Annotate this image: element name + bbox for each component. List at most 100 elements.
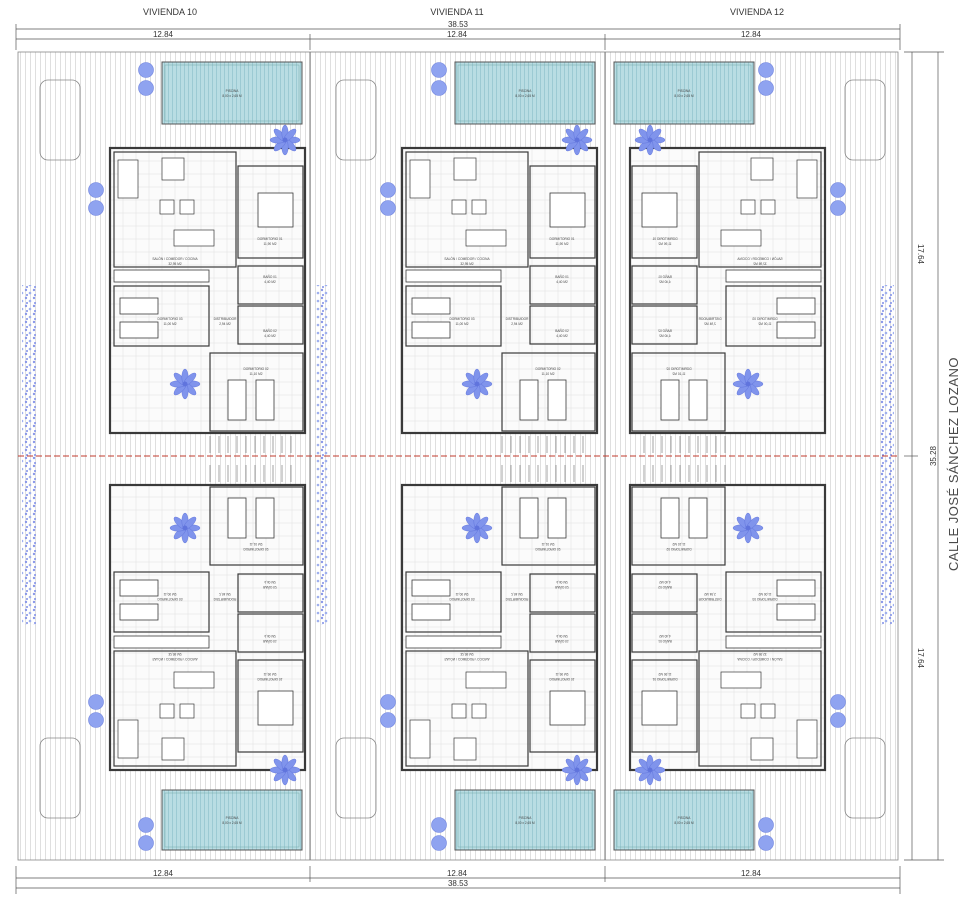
- label-salon-t0: SALÓN / COMEDOR / COCINA: [152, 256, 198, 261]
- label-dorm3-area-t2: 11,00 M2: [758, 322, 771, 326]
- stairs-t0: [209, 436, 292, 453]
- label-bano1-b0: BAÑO 01: [263, 639, 277, 644]
- label-bano2-b1: BAÑO 02: [555, 585, 569, 590]
- label-piscina-area-bottom-0: 8,00 x 2,65 M: [222, 821, 242, 825]
- label-salon-area-b1: 32,95 M2: [460, 652, 474, 656]
- car-outline-top-1: [335, 79, 377, 161]
- label-bano2-t2: BAÑO 02: [658, 328, 672, 333]
- label-salon-area-t0: 32,95 M2: [168, 262, 182, 266]
- palm-tree-top-2: [634, 124, 666, 156]
- shrub-h1-1: [380, 182, 396, 198]
- shrub-t1-1: [431, 62, 447, 78]
- label-piscina-area-bottom-2: 8,00 x 2,65 M: [674, 821, 694, 825]
- stairs-b0: [209, 465, 292, 482]
- label-dorm2-t2: DORMITORIO 02: [666, 367, 691, 371]
- palm-tree-inner-bottom-1: [461, 512, 493, 544]
- label-bano2-b2: BAÑO 02: [658, 585, 672, 590]
- label-bano2-t1: BAÑO 02: [555, 328, 569, 333]
- dim-unit-width-bottom-12: 12.84: [741, 869, 762, 878]
- label-dorm1-b2: DORMITORIO 01: [652, 677, 677, 681]
- shrub-h2-2: [830, 200, 846, 216]
- label-dorm1-area-t0: 11,90 M2: [263, 242, 276, 246]
- label-distribuidor-area-t0: 2,94 M2: [219, 322, 231, 326]
- label-dorm2-area-b1: 11,10 M2: [541, 542, 554, 546]
- unit-label-12: VIVIENDA 12: [730, 7, 784, 17]
- label-piscina-bottom-1: PISCINA: [519, 816, 533, 820]
- dim-unit-width-bottom-10: 12.84: [153, 869, 174, 878]
- label-salon-b2: SALÓN / COMEDOR / COCINA: [737, 657, 783, 662]
- label-dorm2-area-b0: 11,10 M2: [249, 542, 262, 546]
- label-dorm3-area-t1: 11,00 M2: [455, 322, 468, 326]
- dim-total-width-bottom: 38.53: [448, 879, 469, 888]
- house-outline-t1: [400, 146, 599, 435]
- label-bano1-area-b0: 4,40 M2: [264, 634, 276, 638]
- label-piscina-top-2: PISCINA: [678, 89, 692, 93]
- shrub-h3-0: [88, 694, 104, 710]
- label-dorm1-t2: DORMITORIO 01: [652, 237, 677, 241]
- palm-tree-inner-top-1: [461, 368, 493, 400]
- label-dorm3-b2: DORMITORIO 03: [752, 597, 777, 601]
- dim-unit-width-bottom-11: 12.84: [447, 869, 468, 878]
- label-salon-area-b0: 32,95 M2: [168, 652, 182, 656]
- palm-tree-top-0: [269, 124, 301, 156]
- house-outline-b0: [108, 483, 307, 772]
- dim-unit-width-top-12: 12.84: [741, 30, 762, 39]
- label-dorm1-area-b1: 11,90 M2: [555, 672, 568, 676]
- label-bano1-area-t0: 4,40 M2: [264, 280, 276, 284]
- shrub-h1-0: [88, 182, 104, 198]
- label-bano2-b0: BAÑO 02: [263, 585, 277, 590]
- label-piscina-bottom-0: PISCINA: [226, 816, 240, 820]
- shrub-h1-2: [830, 182, 846, 198]
- label-bano1-area-t1: 4,40 M2: [556, 280, 568, 284]
- label-bano1-b1: BAÑO 01: [555, 639, 569, 644]
- label-salon-b0: SALÓN / COMEDOR / COCINA: [152, 657, 198, 662]
- palm-tree-inner-top-0: [169, 368, 201, 400]
- unit-label-10: VIVIENDA 10: [143, 7, 197, 17]
- right-dimensions: [904, 51, 944, 861]
- dim-half-height-upper: 17.64: [916, 244, 925, 265]
- dim-total-height: 35.28: [929, 445, 938, 466]
- label-piscina-top-0: PISCINA: [226, 89, 240, 93]
- label-bano1-area-b1: 4,40 M2: [556, 634, 568, 638]
- label-dorm2-area-t0: 11,10 M2: [249, 372, 262, 376]
- shrub-h3-2: [830, 694, 846, 710]
- label-bano1-t1: BAÑO 01: [555, 274, 569, 279]
- label-dorm3-b1: DORMITORIO 03: [449, 597, 474, 601]
- label-salon-b1: SALÓN / COMEDOR / COCINA: [444, 657, 490, 662]
- label-dorm1-area-t2: 11,90 M2: [658, 242, 671, 246]
- label-dorm2-b0: DORMITORIO 02: [243, 547, 268, 551]
- bottom-dimensions: [15, 866, 901, 894]
- car-outline-top-0: [39, 79, 81, 161]
- label-distribuidor-area-t1: 2,94 M2: [511, 322, 523, 326]
- stairs-b1: [501, 465, 584, 482]
- palm-tree-bottom-2: [634, 754, 666, 786]
- palm-tree-inner-top-2: [732, 368, 764, 400]
- label-dorm1-b1: DORMITORIO 01: [549, 677, 574, 681]
- label-dorm2-b1: DORMITORIO 02: [535, 547, 560, 551]
- house-outline-b2: [628, 483, 827, 772]
- label-bano2-area-t0: 4,40 M2: [264, 334, 276, 338]
- label-bano2-area-b2: 4,40 M2: [659, 580, 671, 584]
- shrub-h2-1: [380, 200, 396, 216]
- label-salon-t2: SALÓN / COMEDOR / COCINA: [737, 256, 783, 261]
- hedge-right: [880, 285, 894, 625]
- shrub-b1-1: [431, 817, 447, 833]
- label-dorm2-area-t1: 11,10 M2: [541, 372, 554, 376]
- label-bano2-area-t2: 4,40 M2: [659, 334, 671, 338]
- shrub-h2-0: [88, 200, 104, 216]
- label-dorm2-area-b2: 11,10 M2: [672, 542, 685, 546]
- stairs-t1: [501, 436, 584, 453]
- label-dorm1-area-b0: 11,90 M2: [263, 672, 276, 676]
- label-bano1-area-t2: 4,40 M2: [659, 280, 671, 284]
- label-distribuidor-area-b0: 2,94 M2: [219, 592, 231, 596]
- dim-total-width-top: 38.53: [448, 20, 469, 29]
- label-distribuidor-b1: DISTRIBUIDOR: [506, 597, 530, 601]
- label-distribuidor-area-b1: 2,94 M2: [511, 592, 523, 596]
- label-piscina-area-top-2: 8,00 x 2,65 M: [674, 94, 694, 98]
